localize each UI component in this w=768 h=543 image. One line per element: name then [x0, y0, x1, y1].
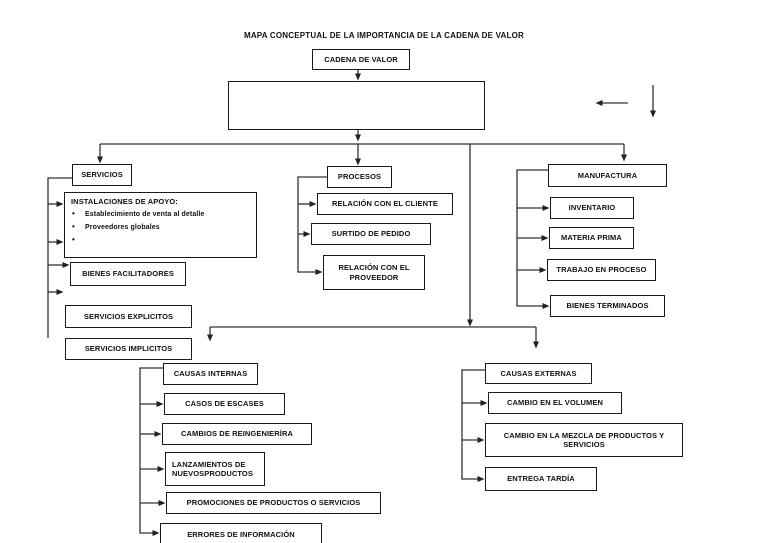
node-procesos: PROCESOS: [327, 166, 392, 188]
causas-externas-rail: [461, 369, 488, 482]
apoyo-item: Establecimiento de venta al detalle: [71, 209, 252, 219]
apoyo-bullet-list: Establecimiento de venta al detalle Prov…: [71, 209, 252, 246]
procesos-rail: [297, 176, 327, 275]
servicios-rail: [47, 177, 72, 338]
node-servicios: SERVICIOS: [72, 164, 132, 186]
node-servicios-implicitos: SERVICIOS IMPLICITOS: [65, 338, 192, 360]
node-casos-de-escases: CASOS DE ESCASES: [164, 393, 285, 415]
node-instalaciones-de-apoyo: INSTALACIONES DE APOYO: Establecimiento …: [64, 192, 257, 258]
apoyo-item: Proveedores globales: [71, 222, 252, 232]
node-causas-externas: CAUSAS EXTERNAS: [485, 363, 592, 384]
node-entrega-tardia: ENTREGA TARDÍA: [485, 467, 597, 491]
node-empty-box: [228, 81, 485, 130]
page-title: MAPA CONCEPTUAL DE LA IMPORTANCIA DE LA …: [243, 31, 525, 40]
node-relacion-con-el-proveedor: RELACIÓN CON EL PROVEEDOR: [323, 255, 425, 290]
node-lanzamientos-nuevos-productos: LANZAMIENTOS DE NUEVOSPRODUCTOS: [165, 452, 265, 486]
apoyo-item-empty: [71, 235, 252, 245]
node-bienes-terminados: BIENES TERMINADOS: [550, 295, 665, 317]
node-relacion-con-el-cliente: RELACIÓN CON EL CLIENTE: [317, 193, 453, 215]
node-cambio-en-el-volumen: CAMBIO EN EL VOLUMEN: [488, 392, 622, 414]
node-servicios-explicitos: SERVICIOS EXPLICITOS: [65, 305, 192, 328]
manufactura-rail: [516, 169, 550, 309]
node-cadena-de-valor: CADENA DE VALOR: [312, 49, 410, 70]
apoyo-title: INSTALACIONES DE APOYO:: [71, 197, 178, 206]
node-promociones-productos-servicios: PROMOCIONES DE PRODUCTOS O SERVICIOS: [166, 492, 381, 514]
node-trabajo-en-proceso: TRABAJO EN PROCESO: [547, 259, 656, 281]
node-errores-de-informacion: ERRORES DE INFORMACIÓN: [160, 523, 322, 543]
node-inventario: INVENTARIO: [550, 197, 634, 219]
node-manufactura: MANUFACTURA: [548, 164, 667, 187]
node-cambio-mezcla-productos-servicios: CAMBIO EN LA MEZCLA DE PRODUCTOS Y SERVI…: [485, 423, 683, 457]
causas-internas-rail: [139, 367, 166, 536]
node-surtido-de-pedido: SURTIDO DE PEDIDO: [311, 223, 431, 245]
node-cambios-de-reingenieria: CAMBIOS DE REINGENIERÍRA: [162, 423, 312, 445]
node-bienes-facilitadores: BIENES FACILITADORES: [70, 262, 186, 286]
node-materia-prima: MATERIA PRIMA: [549, 227, 634, 249]
node-causas-internas: CAUSAS INTERNAS: [163, 363, 258, 385]
